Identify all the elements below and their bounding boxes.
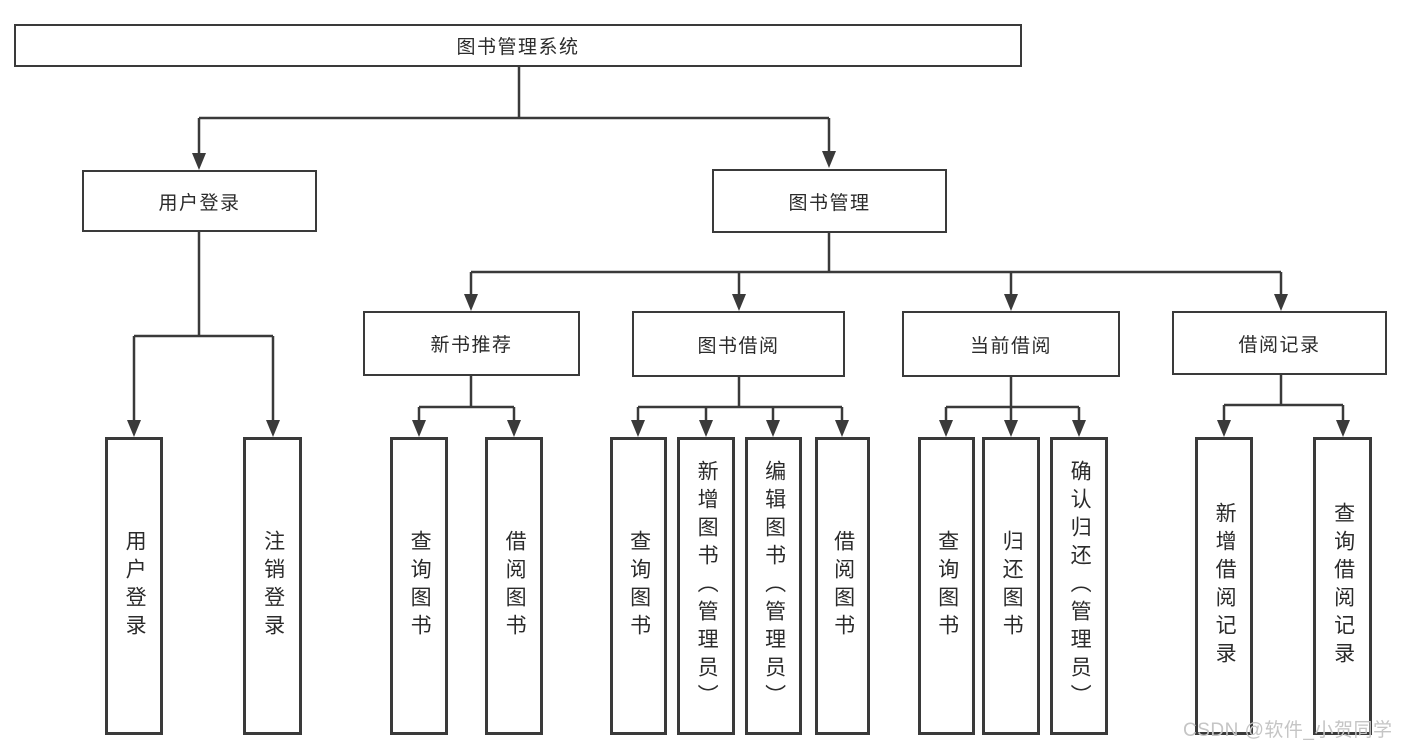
leaf-borrowing-add-books-admin: 新增图书（管理员） — [677, 437, 735, 735]
node-label: 图书管理 — [788, 192, 871, 214]
leaf-borrowing-query-books: 查询图书 — [610, 437, 667, 735]
leaf-recommend-query-books: 查询图书 — [390, 437, 448, 735]
node-book-borrowing: 图书借阅 — [632, 311, 845, 377]
node-label: 归还图书 — [1000, 530, 1024, 642]
node-library-management-system: 图书管理系统 — [14, 24, 1022, 67]
leaf-records-query-record: 查询借阅记录 — [1313, 437, 1372, 735]
node-label: 当前借阅 — [969, 335, 1052, 357]
node-label: 新增借阅记录 — [1213, 502, 1237, 670]
node-label: 用户登录 — [158, 192, 241, 214]
node-new-book-recommend: 新书推荐 — [363, 311, 580, 376]
node-label: 用户登录 — [123, 530, 147, 642]
leaf-recommend-borrow-books: 借阅图书 — [485, 437, 543, 735]
node-user-login: 用户登录 — [82, 170, 317, 232]
node-borrow-records: 借阅记录 — [1172, 311, 1387, 375]
node-label: 查询图书 — [935, 530, 959, 642]
node-label: 注销登录 — [261, 530, 285, 642]
leaf-current-query-books: 查询图书 — [918, 437, 975, 735]
node-label: 图书管理系统 — [456, 37, 580, 58]
csdn-watermark: CSDN @软件_小贺同学 — [1183, 720, 1393, 741]
node-label: 新书推荐 — [430, 335, 513, 356]
node-label: 借阅图书 — [503, 530, 527, 642]
leaf-current-return-books: 归还图书 — [982, 437, 1040, 735]
node-label: 借阅记录 — [1238, 334, 1321, 356]
node-label: 查询图书 — [408, 530, 432, 642]
node-label: 新增图书（管理员） — [695, 460, 719, 712]
leaf-records-add-record: 新增借阅记录 — [1195, 437, 1253, 735]
leaf-borrowing-borrow-books: 借阅图书 — [815, 437, 870, 735]
leaf-logout: 注销登录 — [243, 437, 302, 735]
node-book-management: 图书管理 — [712, 169, 947, 233]
node-label: 查询借阅记录 — [1331, 502, 1355, 670]
node-label: 图书借阅 — [697, 335, 780, 357]
node-label: 借阅图书 — [831, 530, 855, 642]
node-label: 编辑图书（管理员） — [762, 460, 786, 712]
leaf-borrowing-edit-books-admin: 编辑图书（管理员） — [745, 437, 802, 735]
leaf-user-login: 用户登录 — [105, 437, 163, 735]
leaf-current-confirm-return-admin: 确认归还（管理员） — [1050, 437, 1108, 735]
node-label: 查询图书 — [627, 530, 651, 642]
node-label: 确认归还（管理员） — [1068, 460, 1092, 712]
node-current-borrowing: 当前借阅 — [902, 311, 1120, 377]
